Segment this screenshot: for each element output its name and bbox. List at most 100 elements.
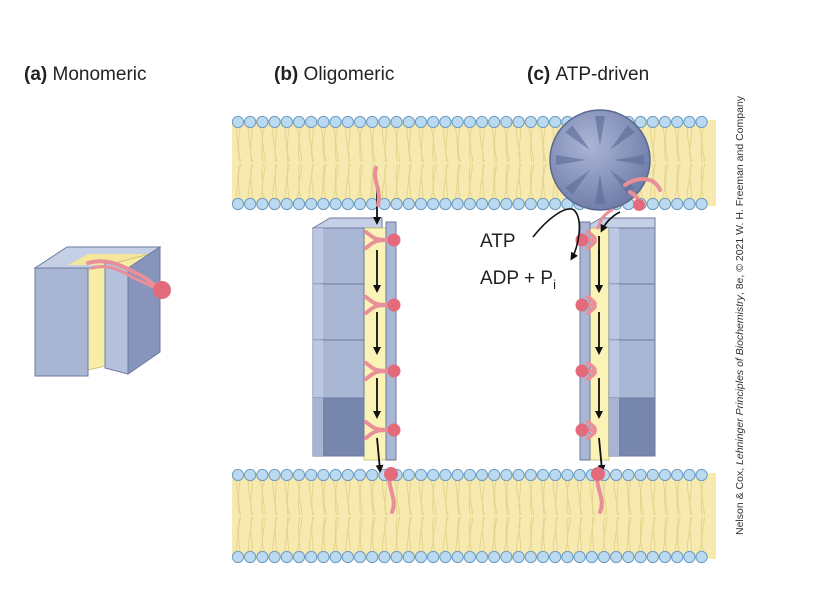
lipid-head xyxy=(695,550,708,564)
lipid-tail xyxy=(577,480,582,516)
lipid-tail xyxy=(467,480,472,516)
lipid-tail xyxy=(359,163,364,199)
lipid-tail xyxy=(564,480,569,516)
lipid-head xyxy=(439,115,452,129)
motor-entry-arrow xyxy=(600,211,621,233)
lipid-head xyxy=(646,197,659,211)
lipid-tail xyxy=(296,516,301,552)
motor-to-channel-peptide xyxy=(596,208,614,230)
motor-groove xyxy=(595,116,605,146)
lipid-tail xyxy=(335,480,340,516)
lipid-tail xyxy=(699,127,704,163)
lipid-tail xyxy=(430,516,435,552)
lipid-tail xyxy=(372,163,376,199)
lipid-tail xyxy=(369,127,374,163)
lipid-tail xyxy=(357,163,362,199)
lipid-tail xyxy=(481,516,486,552)
lipid-tail xyxy=(518,516,523,552)
oligomeric-incoming-peptide xyxy=(373,166,381,207)
lipid-head xyxy=(341,468,354,482)
oligomeric-channel-segments xyxy=(312,227,365,457)
lipid-tail xyxy=(421,516,425,552)
lipid-tail xyxy=(335,127,340,163)
lipid-tail xyxy=(674,516,679,552)
panel-label-oligomeric: (b) Oligomeric xyxy=(274,64,394,86)
lipid-head xyxy=(512,550,525,564)
lipid-tail xyxy=(432,163,437,199)
lipid-tail xyxy=(701,163,706,199)
lipid-tail xyxy=(503,516,508,552)
lipid-tail xyxy=(418,480,423,516)
lipid-tail xyxy=(298,516,303,552)
lipid-head xyxy=(463,468,476,482)
lipid-tail xyxy=(689,480,693,516)
lipid-tail xyxy=(552,516,557,552)
lipid-tail xyxy=(628,516,632,552)
lipid-head xyxy=(280,550,293,564)
panel-letter-b: (b) xyxy=(274,64,299,85)
lipid-tail xyxy=(491,127,496,163)
lipid-head xyxy=(488,468,501,482)
lipid-tail xyxy=(408,516,413,552)
lipid-tail xyxy=(335,163,340,199)
lipid-head xyxy=(414,197,428,211)
lipid-head xyxy=(561,468,574,482)
motor-groove xyxy=(595,174,605,204)
lipid-tail xyxy=(274,480,279,516)
lipid-tail xyxy=(406,127,411,163)
motor-groove xyxy=(614,155,644,165)
lipid-tail xyxy=(494,127,498,163)
lipid-head xyxy=(549,197,562,211)
lipid-tail xyxy=(406,516,411,552)
lipid-tail xyxy=(296,127,301,163)
lipid-tail xyxy=(235,127,240,163)
lipid-head xyxy=(244,550,257,564)
lipid-tail xyxy=(311,480,315,516)
lipid-head xyxy=(646,468,659,482)
lipid-head xyxy=(427,197,440,211)
lipid-tail xyxy=(677,516,681,552)
lipid-tail xyxy=(418,516,423,552)
peptide-tip xyxy=(387,298,401,312)
lipid-tail xyxy=(250,480,254,516)
lipid-tail xyxy=(540,127,545,163)
lipid-tail xyxy=(372,516,376,552)
lipid-head xyxy=(329,197,342,211)
lipid-head xyxy=(646,115,659,129)
lipid-head xyxy=(244,115,257,129)
lipid-head xyxy=(427,115,440,129)
lipid-head xyxy=(414,468,428,482)
lipid-head xyxy=(634,115,647,129)
lipid-tail xyxy=(543,127,547,163)
lipid-tail xyxy=(518,480,523,516)
lipid-tail xyxy=(699,516,704,552)
lipid-head xyxy=(512,197,525,211)
lipid-head xyxy=(695,468,708,482)
lipid-head xyxy=(475,197,489,211)
lipid-tail xyxy=(286,163,291,199)
motor-groove xyxy=(565,125,591,151)
lipid-head xyxy=(268,197,281,211)
lipid-head xyxy=(536,468,550,482)
lipid-tail xyxy=(259,480,264,516)
lipid-tail xyxy=(701,127,706,163)
lipid-tail xyxy=(272,480,277,516)
lipid-tail xyxy=(384,163,388,199)
lipid-head xyxy=(280,468,293,482)
peptide-tip xyxy=(387,233,401,247)
lipid-tail xyxy=(247,163,252,199)
lipid-head xyxy=(341,550,354,564)
lipid-tail xyxy=(503,163,508,199)
lipid-head xyxy=(305,550,318,564)
lipid-head xyxy=(329,115,342,129)
lipid-head xyxy=(231,550,245,564)
lipid-tail xyxy=(543,516,547,552)
peptide-tip xyxy=(575,298,589,312)
lipid-head xyxy=(683,550,696,564)
lipid-tail xyxy=(259,127,264,163)
lipid-tail xyxy=(298,127,303,163)
lipid-head xyxy=(402,115,415,129)
lipid-tail xyxy=(323,163,327,199)
lipid-tail xyxy=(421,163,425,199)
lipid-tail xyxy=(323,516,327,552)
